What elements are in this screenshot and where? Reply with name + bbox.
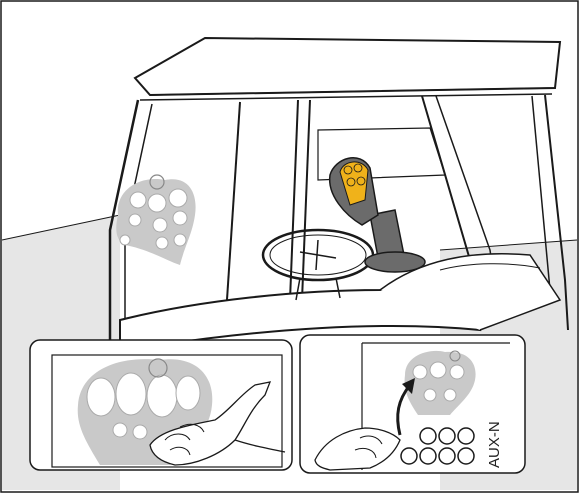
aux-n-label: AUX-N bbox=[486, 421, 503, 468]
cab-roof bbox=[135, 38, 560, 95]
